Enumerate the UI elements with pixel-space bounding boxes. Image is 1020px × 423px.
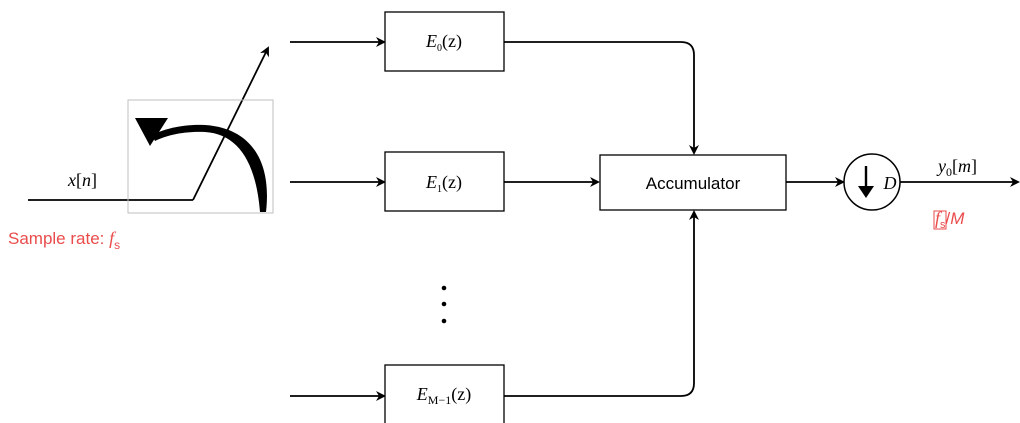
output-signal-label: y0[m] [936,156,977,179]
filter-1-label: E1(z) [425,172,462,195]
ellipsis-dots [441,285,447,324]
commutator-switch [28,46,274,214]
filter-box-1: E1(z) [384,151,505,212]
down-arrow-head-icon [858,186,874,198]
filter-0-label: E0(z) [425,31,462,54]
sample-rate-label: Sample rate: fs [8,228,120,252]
downsampler-circle: D [843,153,901,211]
svg-text:fs/M: fs/M [935,208,965,231]
branch-m-to-accumulator [504,210,699,397]
accumulator-box: Accumulator [599,154,787,211]
accumulator-label: Accumulator [646,174,741,193]
branch-0-to-accumulator [504,41,699,155]
switch-arm [192,46,269,201]
filter-box-m-minus-1: EM−1(z) [384,364,505,423]
filter-m-label: EM−1(z) [416,384,471,407]
output-rate-highlight [933,210,947,230]
input-signal-label: x[n] [67,170,97,190]
rotation-arrow-icon [135,118,267,212]
filter-box-0: E0(z) [384,11,505,72]
downsampler-label: D [883,173,897,193]
output-rate-label: fs/M [933,208,965,231]
rotation-icon-frame [127,99,274,214]
